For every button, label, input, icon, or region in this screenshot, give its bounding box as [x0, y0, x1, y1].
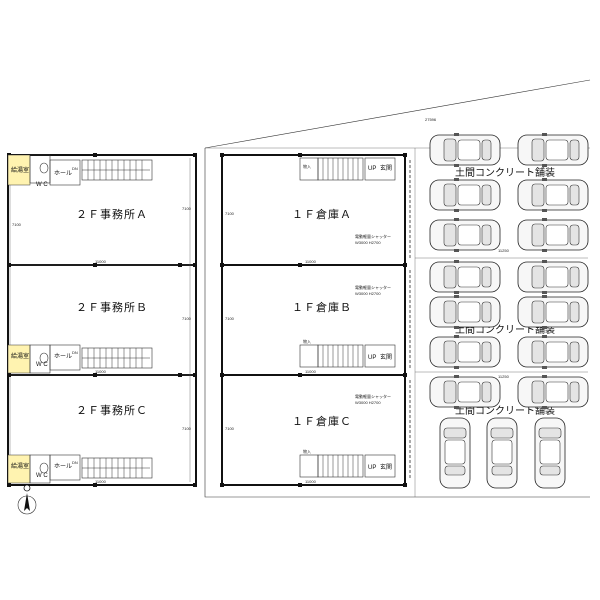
- up-label-c: UP: [368, 465, 376, 471]
- warehouse-c-label: １Ｆ倉庫Ｃ: [292, 414, 352, 428]
- dim-wh-b: 11000: [305, 369, 317, 374]
- dim-wh-depth-c: 7100: [225, 426, 235, 431]
- hall-label-a: ホール: [54, 170, 72, 177]
- storage-label-c: 物入: [303, 448, 311, 454]
- warehouse-b-outline: [221, 264, 406, 376]
- site: 27596: [204, 79, 591, 498]
- kyutou-label-a: 給湯室: [11, 166, 29, 174]
- car-icon: [429, 132, 589, 489]
- wc-label-a: W C: [36, 182, 48, 188]
- storage-label-b: 物入: [303, 338, 311, 344]
- dim-wh-c: 11000: [305, 479, 317, 484]
- wc-label-b: W C: [36, 362, 48, 368]
- utility-a: [7, 154, 153, 186]
- dim-width-a: 11000: [95, 259, 107, 264]
- shutter-label-a: 電動軽量シャッター: [355, 233, 391, 239]
- building-2f: 給湯室 W C ホール DN 給湯室 W C ホール DN 給湯室 W C ホー…: [7, 153, 197, 515]
- warehouse-a-label: １Ｆ倉庫Ａ: [292, 207, 352, 221]
- dim-depth-a-r: 7100: [182, 206, 192, 211]
- shutter-size-a: W3000 H2700: [355, 240, 381, 245]
- stairs-warehouse-c: [299, 454, 396, 478]
- paving-label-1: 土間コンクリート舗装: [455, 166, 555, 179]
- dim-width-b: 11000: [95, 369, 107, 374]
- up-label-a: UP: [368, 166, 376, 172]
- hall-label-c: ホール: [54, 463, 72, 470]
- office-a-label: ２Ｆ事務所Ａ: [76, 207, 148, 221]
- entrance-label-b: 玄関: [380, 353, 392, 361]
- shutter-label-b: 電動軽量シャッター: [355, 284, 391, 290]
- office-c-label: ２Ｆ事務所Ｃ: [76, 403, 148, 417]
- dim-wh-a: 11000: [305, 259, 317, 264]
- shutter-size-b: W3000 H2700: [355, 291, 381, 296]
- dim-wh-depth-b: 7100: [225, 316, 235, 321]
- posts-left: [7, 153, 197, 487]
- posts-right: [220, 153, 407, 487]
- shutter-size-c: W3000 H2700: [355, 400, 381, 405]
- up-label-b: UP: [368, 355, 376, 361]
- site-boundary: [204, 148, 590, 498]
- dn-label-a: DN: [72, 166, 78, 171]
- north-arrow-icon: [17, 484, 37, 515]
- dim-wh-depth-a: 7100: [225, 211, 235, 216]
- dn-label-b: DN: [72, 350, 78, 355]
- dim-site-a: 11250: [498, 248, 510, 253]
- hall-label-b: ホール: [54, 353, 72, 360]
- utility-c: [7, 454, 153, 484]
- entrance-label-c: 玄関: [380, 463, 392, 471]
- kyutou-label-c: 給湯室: [11, 462, 29, 470]
- storage-label-a: 物入: [303, 163, 311, 169]
- entrance-label-a: 玄関: [380, 164, 392, 172]
- dn-label-c: DN: [72, 460, 78, 465]
- kyutou-label-b: 給湯室: [11, 352, 29, 360]
- office-b-label: ２Ｆ事務所Ｂ: [76, 300, 148, 314]
- dim-site-b: 11250: [498, 374, 510, 379]
- dim-depth-a: 7100: [12, 222, 22, 227]
- dim-depth-b-r: 7100: [182, 316, 192, 321]
- office-c-outline: [7, 374, 197, 486]
- stairs-warehouse-a: [299, 157, 396, 181]
- dim-width-c: 11000: [95, 479, 107, 484]
- shutter-label-c: 電動軽量シャッター: [355, 393, 391, 399]
- dim-total: 27596: [425, 117, 437, 122]
- warehouse-c-outline: [221, 374, 406, 486]
- warehouse-b-label: １Ｆ倉庫Ｂ: [292, 300, 352, 314]
- stairs-warehouse-b: [299, 344, 396, 368]
- office-b-outline: [7, 264, 197, 376]
- utility-b: [7, 344, 153, 374]
- wc-label-c: W C: [36, 473, 48, 479]
- dim-depth-c-r: 7100: [182, 426, 192, 431]
